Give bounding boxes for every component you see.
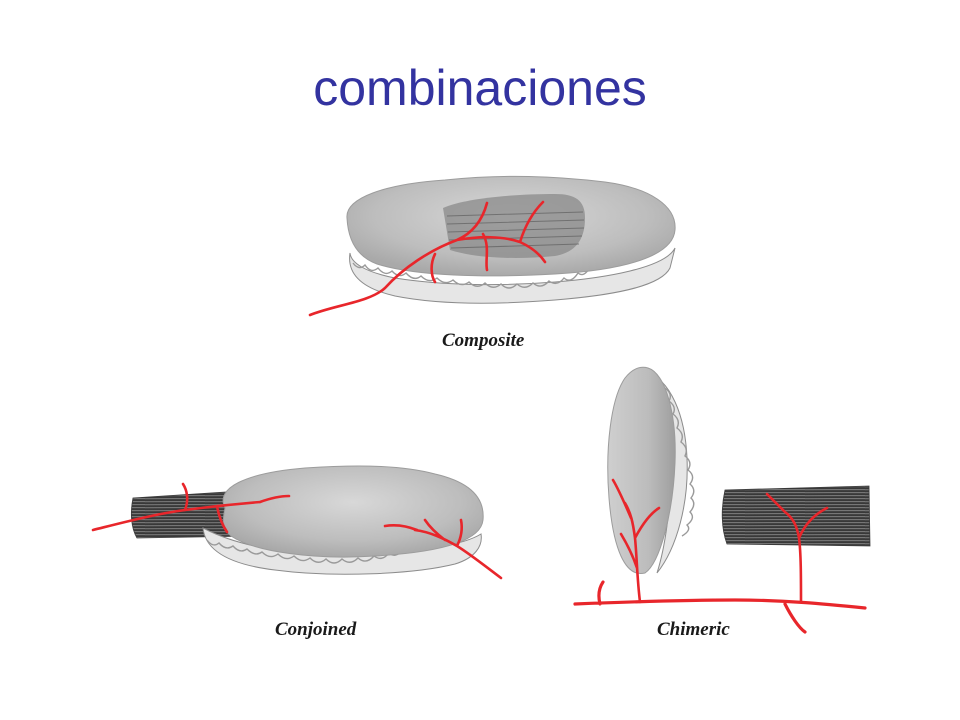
conjoined-skin-paddle [222,465,484,558]
composite-flap [308,175,676,317]
composite-vessel [308,200,547,317]
conjoined-flap [91,465,503,580]
slide-title: combinaciones [313,60,647,116]
chimeric-branch-muscle [765,492,829,604]
chimeric-branch-skin [611,478,661,604]
chimeric-flap [573,366,871,634]
conjoined-vessel-left [91,482,291,534]
flap-illustration: Composite Conjoined Chimeric [85,168,875,646]
composite-muscle-segment [443,194,585,258]
conjoined-vessel-right [383,518,503,580]
composite-muscle-fibers [446,211,585,249]
flap-drawing [91,175,871,634]
caption-conjoined: Conjoined [275,619,357,640]
composite-fascia-rim [349,247,676,304]
conjoined-fascia-bumps [206,539,417,564]
composite-fascia-bumps [352,262,591,289]
caption-composite: Composite [442,330,525,351]
caption-chimeric: Chimeric [657,619,730,640]
chimeric-skin-paddle [607,366,676,575]
chimeric-main-vessel [573,580,867,634]
chimeric-muscle [721,485,871,547]
chimeric-fascia-bumps [664,387,695,537]
